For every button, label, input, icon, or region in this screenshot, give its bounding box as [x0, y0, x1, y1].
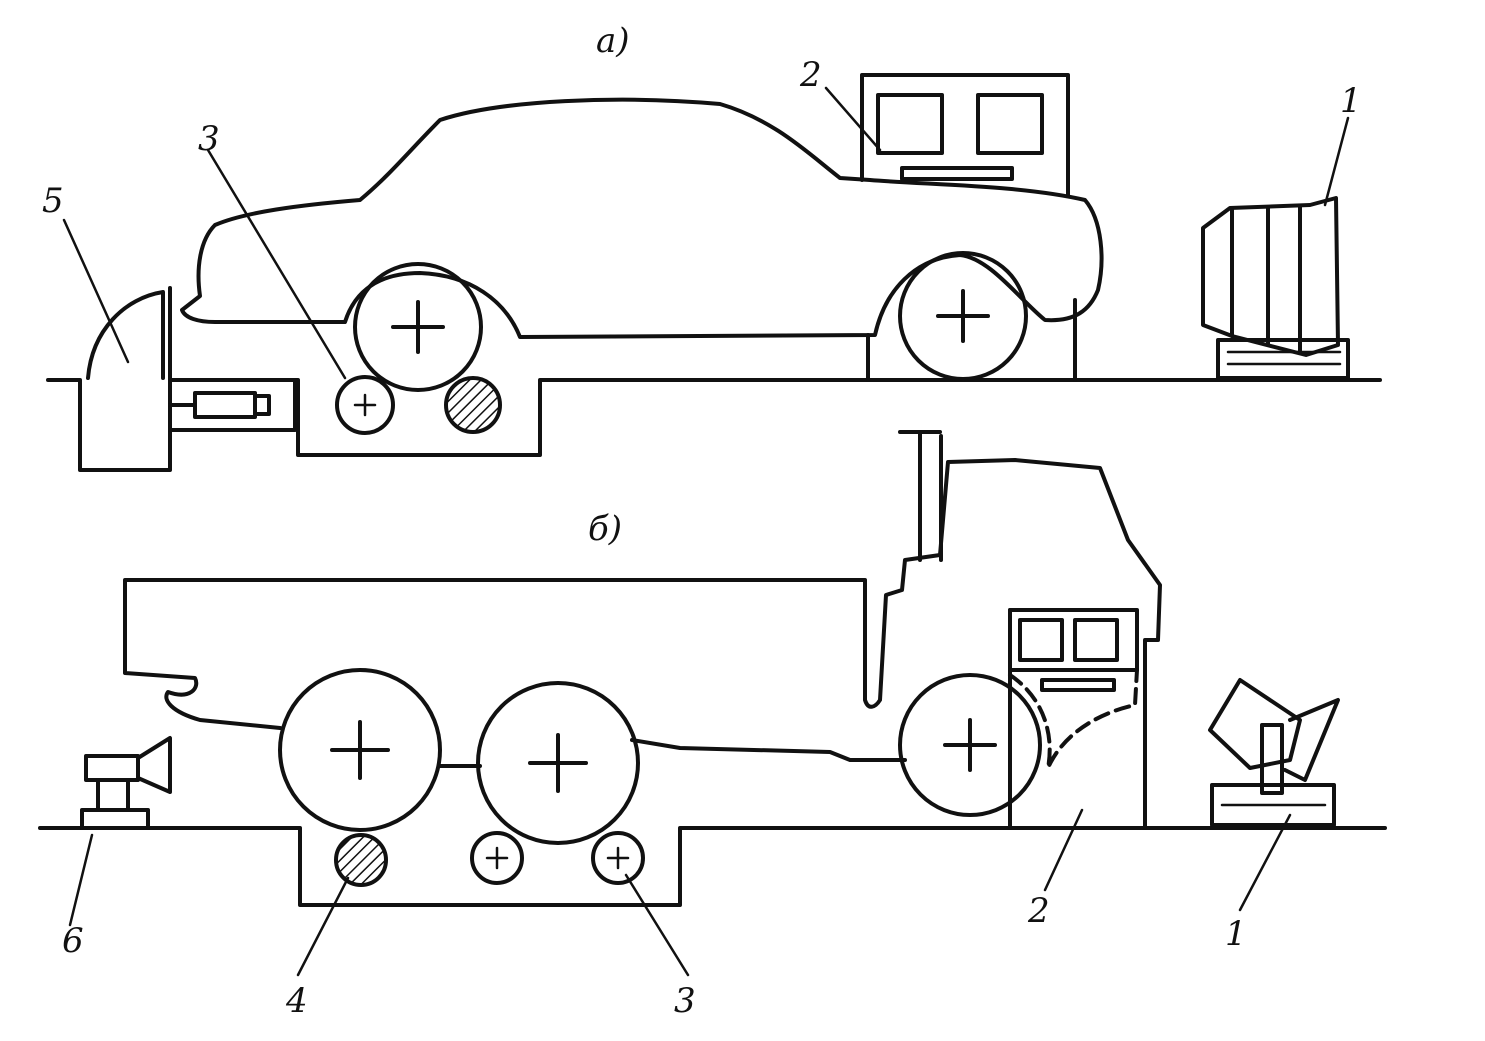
- leader-3a: [206, 148, 347, 380]
- leader-1b: [1238, 813, 1292, 912]
- floor-line-b: [38, 826, 1387, 907]
- exhaust-top: [898, 430, 942, 562]
- cooling-fan-5: [86, 290, 165, 380]
- scheme-b: б): [38, 430, 1387, 1021]
- roller-b-middle: [470, 831, 524, 885]
- label-2-top: 2: [799, 55, 822, 95]
- truck-front-wheel: [898, 673, 1042, 817]
- cooling-fan-1a: [1201, 196, 1350, 380]
- coupling-cylinder: [193, 391, 257, 419]
- leader-2a: [824, 86, 882, 152]
- truck-rear-wheel-2: [476, 681, 640, 845]
- console-b-dashed: [1008, 668, 1139, 770]
- roller-3b: [591, 831, 645, 885]
- leader-2b: [1043, 808, 1084, 892]
- leader-1a: [1323, 116, 1350, 207]
- car-body: [180, 97, 1104, 339]
- cooling-fan-6: [80, 736, 172, 830]
- label-3-top: 3: [198, 119, 220, 159]
- caption-a: а): [596, 21, 630, 61]
- label-3-bottom: 3: [674, 981, 696, 1021]
- label-1-top: 1: [1340, 81, 1362, 121]
- label-1-bottom: 1: [1225, 914, 1247, 954]
- console-keyboard: [900, 166, 1014, 181]
- brake-roller-4: [334, 833, 388, 887]
- label-5-top: 5: [42, 181, 64, 221]
- leader-4: [296, 876, 350, 977]
- control-console-2b: [1008, 608, 1139, 672]
- leader-3b: [624, 873, 690, 977]
- label-2-bottom: 2: [1027, 891, 1050, 931]
- brake-roller-a: [444, 376, 502, 434]
- cooling-fan-1b: [1208, 678, 1340, 827]
- console-b-screen-right: [1073, 618, 1119, 662]
- caption-b: б): [588, 509, 622, 549]
- label-6-bottom: 6: [62, 921, 84, 961]
- console-b-screen-left: [1018, 618, 1064, 662]
- label-4-bottom: 4: [285, 981, 308, 1021]
- coupling-end: [253, 394, 271, 416]
- car-rear-wheel: [353, 262, 483, 392]
- floor-line-a: [46, 378, 1382, 472]
- console-b-keyboard: [1040, 678, 1116, 692]
- leader-6: [68, 833, 94, 927]
- console-screen-right: [976, 93, 1044, 155]
- scheme-a: а): [42, 21, 1382, 472]
- truck-body: [123, 458, 1162, 830]
- truck-rear-wheel-1: [278, 668, 442, 832]
- roller-3: [335, 375, 395, 435]
- leader-5: [62, 218, 130, 364]
- console-screen-left: [876, 93, 944, 155]
- car-front-wheel: [898, 251, 1028, 381]
